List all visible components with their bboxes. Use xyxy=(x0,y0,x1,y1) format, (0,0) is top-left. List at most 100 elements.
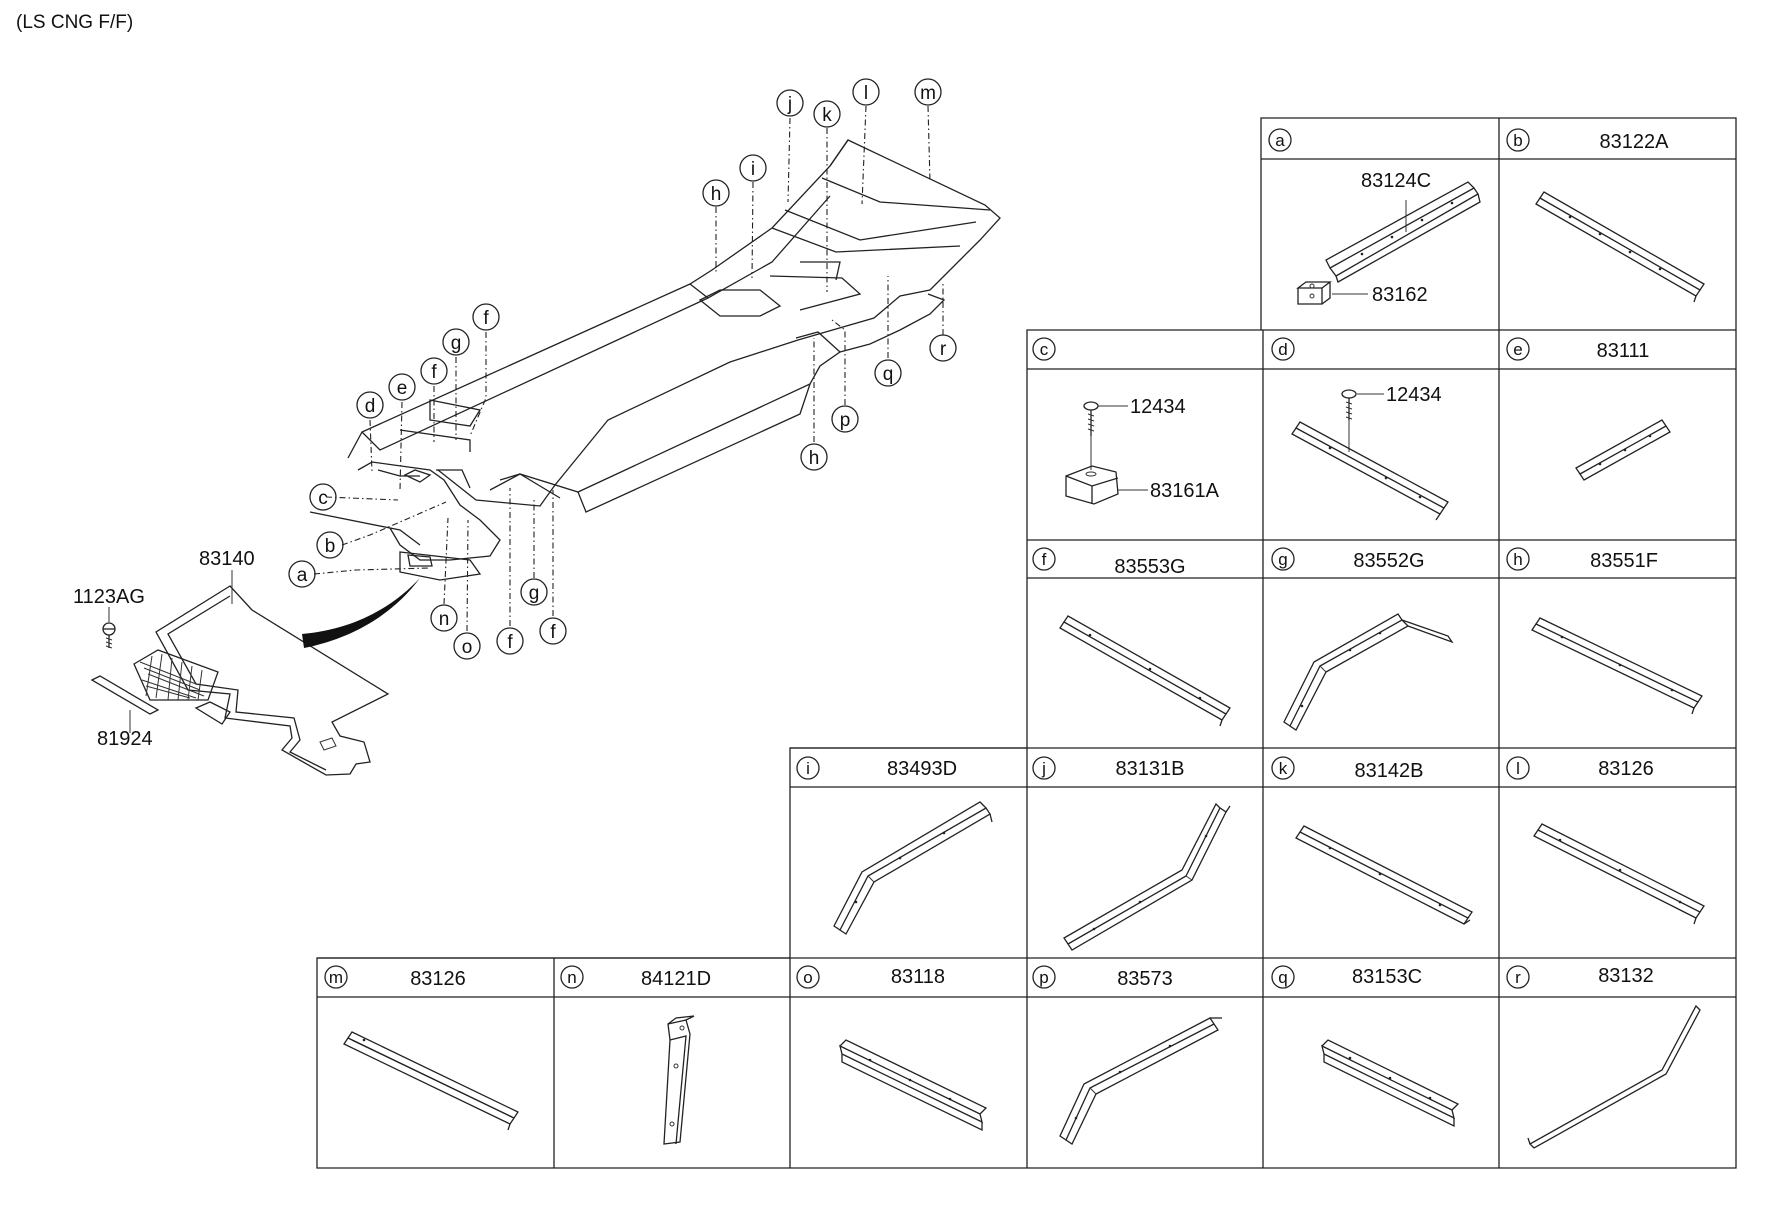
part-code-e: 83111 xyxy=(1597,340,1650,362)
part-code-b: 83122A xyxy=(1600,131,1670,153)
part-code-l: 83126 xyxy=(1598,758,1654,780)
callout-c: c xyxy=(309,483,337,511)
svg-text:m: m xyxy=(329,968,343,987)
callout-a: a xyxy=(288,560,316,588)
svg-text:b: b xyxy=(1513,131,1522,150)
callout-h-upper: h xyxy=(702,179,730,207)
callout-d: d xyxy=(356,391,384,419)
svg-text:f: f xyxy=(507,632,513,653)
callout-j: j xyxy=(776,89,804,117)
part-drawing-p xyxy=(1059,1017,1222,1145)
part-code-p: 83573 xyxy=(1117,968,1173,990)
detail-cell-q: q 83153C xyxy=(1271,965,1422,989)
svg-text:g: g xyxy=(1278,550,1287,569)
callout-bubbles: j k l m h i q r p h d e f g f c b a n xyxy=(288,78,957,660)
part-drawing-h xyxy=(1531,617,1703,715)
svg-text:d: d xyxy=(1278,340,1287,359)
callout-r: r xyxy=(929,334,957,362)
detail-cell-h: h 83551F xyxy=(1506,547,1658,572)
svg-text:p: p xyxy=(1039,968,1048,987)
part-drawing-l xyxy=(1533,823,1705,925)
callout-o: o xyxy=(453,632,481,660)
svg-text:n: n xyxy=(439,609,450,630)
callout-p: p xyxy=(831,405,859,433)
part-drawing-n xyxy=(663,1015,695,1145)
part-drawing-c: 12434 83161A xyxy=(1065,396,1220,505)
part-drawing-o xyxy=(839,1039,988,1132)
part-label-d1: 12434 xyxy=(1386,384,1442,406)
part-label-a2: 83162 xyxy=(1372,284,1428,306)
svg-text:d: d xyxy=(365,396,376,417)
svg-text:r: r xyxy=(940,339,947,360)
callout-leaders xyxy=(313,105,944,632)
strip-part xyxy=(90,675,160,715)
part-drawing-d: 12434 xyxy=(1291,384,1449,521)
svg-text:k: k xyxy=(1279,759,1288,778)
svg-text:c: c xyxy=(318,488,328,509)
callout-f-upper-1: f xyxy=(420,357,448,385)
svg-text:e: e xyxy=(1513,340,1522,359)
svg-text:a: a xyxy=(1275,131,1285,150)
part-code-h: 83551F xyxy=(1590,550,1658,572)
svg-text:b: b xyxy=(325,536,336,557)
svg-text:h: h xyxy=(1513,550,1522,569)
svg-text:f: f xyxy=(431,362,437,383)
callout-q: q xyxy=(874,359,902,387)
part-drawing-i xyxy=(833,801,993,935)
detail-cell-m: m 83126 xyxy=(324,965,466,990)
svg-text:f: f xyxy=(550,622,556,643)
grid-patch xyxy=(133,649,219,701)
part-label-c2: 83161A xyxy=(1150,480,1220,502)
page-header: (LS CNG F/F) xyxy=(16,12,134,33)
part-code-m: 83126 xyxy=(410,968,466,990)
svg-text:o: o xyxy=(462,637,473,658)
svg-text:k: k xyxy=(822,105,832,126)
detail-cell-b: b 83122A xyxy=(1506,128,1670,153)
callout-b: b xyxy=(316,531,344,559)
detail-cell-j: j 83131B xyxy=(1032,756,1185,780)
part-code-i: 83493D xyxy=(887,758,957,780)
svg-text:f: f xyxy=(483,308,489,329)
callout-k: k xyxy=(813,100,841,128)
svg-text:l: l xyxy=(1516,759,1520,778)
svg-text:l: l xyxy=(864,83,868,104)
bolt-part xyxy=(102,622,116,649)
part-drawing-g xyxy=(1283,613,1454,731)
part-code-k: 83142B xyxy=(1355,760,1424,782)
callout-n: n xyxy=(430,604,458,632)
part-code-j: 83131B xyxy=(1116,758,1185,780)
part-drawing-m xyxy=(343,1031,519,1131)
floor-assembly xyxy=(309,139,1001,581)
svg-text:o: o xyxy=(803,968,812,987)
detail-cell-p: p 83573 xyxy=(1032,965,1173,990)
callout-h-lower: h xyxy=(800,443,828,471)
detail-cell-f: f 83553G xyxy=(1032,547,1186,578)
part-label-floor-covering: 83140 xyxy=(199,548,255,570)
callout-g-lower: g xyxy=(520,578,548,606)
svg-text:q: q xyxy=(883,364,894,385)
part-label-a1: 83124C xyxy=(1361,170,1431,192)
svg-text:i: i xyxy=(751,159,755,180)
callout-m: m xyxy=(914,78,942,106)
callout-i: i xyxy=(739,154,767,182)
detail-cell-l: l 83126 xyxy=(1506,756,1654,780)
svg-text:q: q xyxy=(1278,968,1287,987)
part-label-strip: 81924 xyxy=(97,728,153,750)
svg-text:n: n xyxy=(567,968,576,987)
detail-cell-d: d xyxy=(1271,337,1295,361)
callout-l: l xyxy=(852,78,880,106)
svg-text:h: h xyxy=(809,448,820,469)
detail-cell-k: k 83142B xyxy=(1271,756,1424,782)
svg-text:e: e xyxy=(397,378,408,399)
part-code-o: 83118 xyxy=(891,966,945,988)
part-drawing-r xyxy=(1527,1004,1701,1149)
svg-text:p: p xyxy=(840,410,851,431)
detail-cell-a: a xyxy=(1268,128,1292,152)
svg-text:h: h xyxy=(711,184,722,205)
detail-cell-n: n 84121D xyxy=(560,965,711,990)
part-code-r: 83132 xyxy=(1598,965,1654,987)
part-drawing-k xyxy=(1295,825,1473,925)
part-drawing-b xyxy=(1535,191,1705,303)
callout-f-lower-1: f xyxy=(496,627,524,655)
